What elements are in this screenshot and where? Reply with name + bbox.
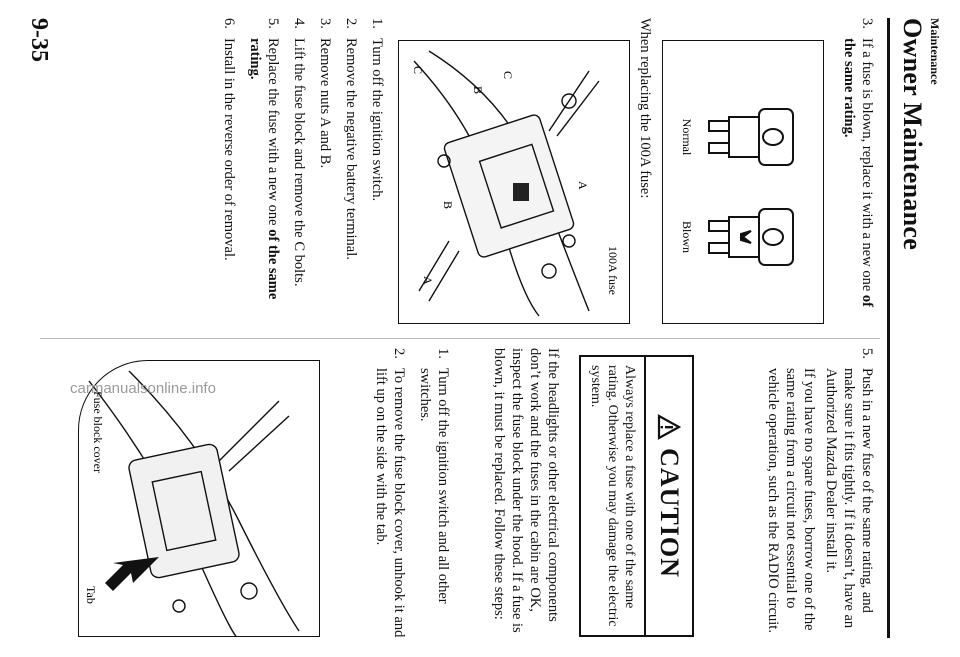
step-number: 5.: [265, 18, 281, 29]
step-text: Remove nuts A and B.: [317, 38, 333, 169]
step-number: 3.: [317, 18, 333, 29]
label-c: C: [411, 66, 425, 74]
engine-bay-figure: 100A fuse A A B B C C: [398, 40, 630, 324]
list-item: 2. To remove the fuse block cover, unhook…: [372, 348, 408, 638]
cabin-intro: If the headlights or other electrical co…: [491, 348, 561, 633]
step-text: If a fuse is blown, replace it with a ne…: [859, 38, 875, 295]
arrow-icon: [105, 557, 159, 591]
label-a: A: [576, 181, 590, 190]
list-item: 5.Replace the fuse with a new one of the…: [246, 18, 282, 324]
step-number: 5.: [859, 348, 875, 359]
step-text: If you have no spare fuses, borrow one o…: [765, 368, 817, 633]
engine-bay-illustration: 100A fuse A A B B C C: [411, 50, 620, 317]
caution-title: CAUTION: [655, 448, 684, 578]
normal-fuse-icon: [708, 108, 794, 166]
tab-label: Tab: [84, 586, 98, 604]
blown-label: Blown: [680, 221, 694, 253]
step-text: Turn off the ignition switch and all oth…: [417, 368, 451, 604]
step-text: Replace the fuse with a new one: [265, 38, 281, 230]
label-b: B: [441, 201, 455, 209]
caution-text: Always replace a fuse with one of the sa…: [588, 365, 637, 627]
label-c: C: [501, 71, 515, 79]
title-rule: [887, 18, 890, 638]
fuse-cover-label: Fuse block cover: [91, 391, 105, 473]
blown-fuse-icon: [708, 208, 794, 266]
step-text: Remove the negative battery terminal.: [343, 38, 359, 260]
step-text: Install in the reverse order of removal.: [221, 38, 237, 261]
step-number: 2.: [391, 348, 407, 359]
fuse-cover-figure: Fuse block cover Tab: [78, 360, 320, 639]
caution-box: CAUTION Always replace a fuse with one o…: [579, 355, 694, 637]
step-text: To remove the fuse block cover, unhook i…: [373, 368, 407, 638]
fuse-illustration: Normal Blown: [680, 108, 794, 266]
fuse-100a-mark: [513, 183, 529, 201]
100a-steps: 1. Turn off the ignition switch. 2. Remove…: [212, 18, 386, 324]
column-divider: [40, 338, 880, 339]
list-item: 6. Install in the reverse order of remova…: [220, 18, 238, 324]
fuse-100a-label: 100A fuse: [606, 246, 620, 295]
cover-steps: 1. Turn off the ignition switch and all o…: [364, 348, 452, 638]
step-number: 2.: [343, 18, 359, 29]
step-number: 1.: [435, 348, 451, 359]
label-a: A: [421, 276, 435, 285]
step-number: 4.: [291, 18, 307, 29]
normal-label: Normal: [680, 119, 694, 156]
page-title: Owner Maintenance: [898, 18, 927, 251]
section-label: Maintenance: [928, 18, 942, 85]
watermark-text: carmanualsonline.info: [70, 380, 216, 397]
step-number: 3.: [859, 18, 875, 29]
step-text: Lift the fuse block and remove the C bol…: [291, 38, 307, 287]
list-item: 2. Remove the negative battery terminal.: [342, 18, 360, 324]
fuse-figure: Normal Blown: [662, 40, 824, 324]
replace-100a-intro: When replacing the 100A fuse:: [637, 18, 653, 199]
list-item: 4. Lift the fuse block and remove the C b…: [290, 18, 308, 324]
list-item: 3. Remove nuts A and B.: [316, 18, 334, 324]
caution-header: CAUTION: [644, 357, 692, 635]
step-text: Push in a new fuse of the same rating, a…: [823, 368, 875, 629]
label-b: B: [471, 86, 485, 94]
step5-block: 5. Push in a new fuse of the same rating…: [756, 348, 876, 638]
list-item: 3. If a fuse is blown, replace it with a…: [840, 18, 876, 324]
step-text: Turn off the ignition switch.: [369, 38, 385, 202]
page-number: 9-35: [26, 18, 52, 62]
fuse-cover-illustration: Fuse block cover Tab: [84, 370, 300, 639]
warning-triangle-icon: [657, 414, 681, 440]
step-number: 6.: [221, 18, 237, 29]
step-number: 1.: [369, 18, 385, 29]
list-item: 1. Turn off the ignition switch and all o…: [416, 348, 452, 638]
list-item: 5. Push in a new fuse of the same rating…: [764, 348, 876, 638]
list-item: 1. Turn off the ignition switch.: [368, 18, 386, 324]
step3-block: 3. If a fuse is blown, replace it with a…: [832, 18, 876, 324]
